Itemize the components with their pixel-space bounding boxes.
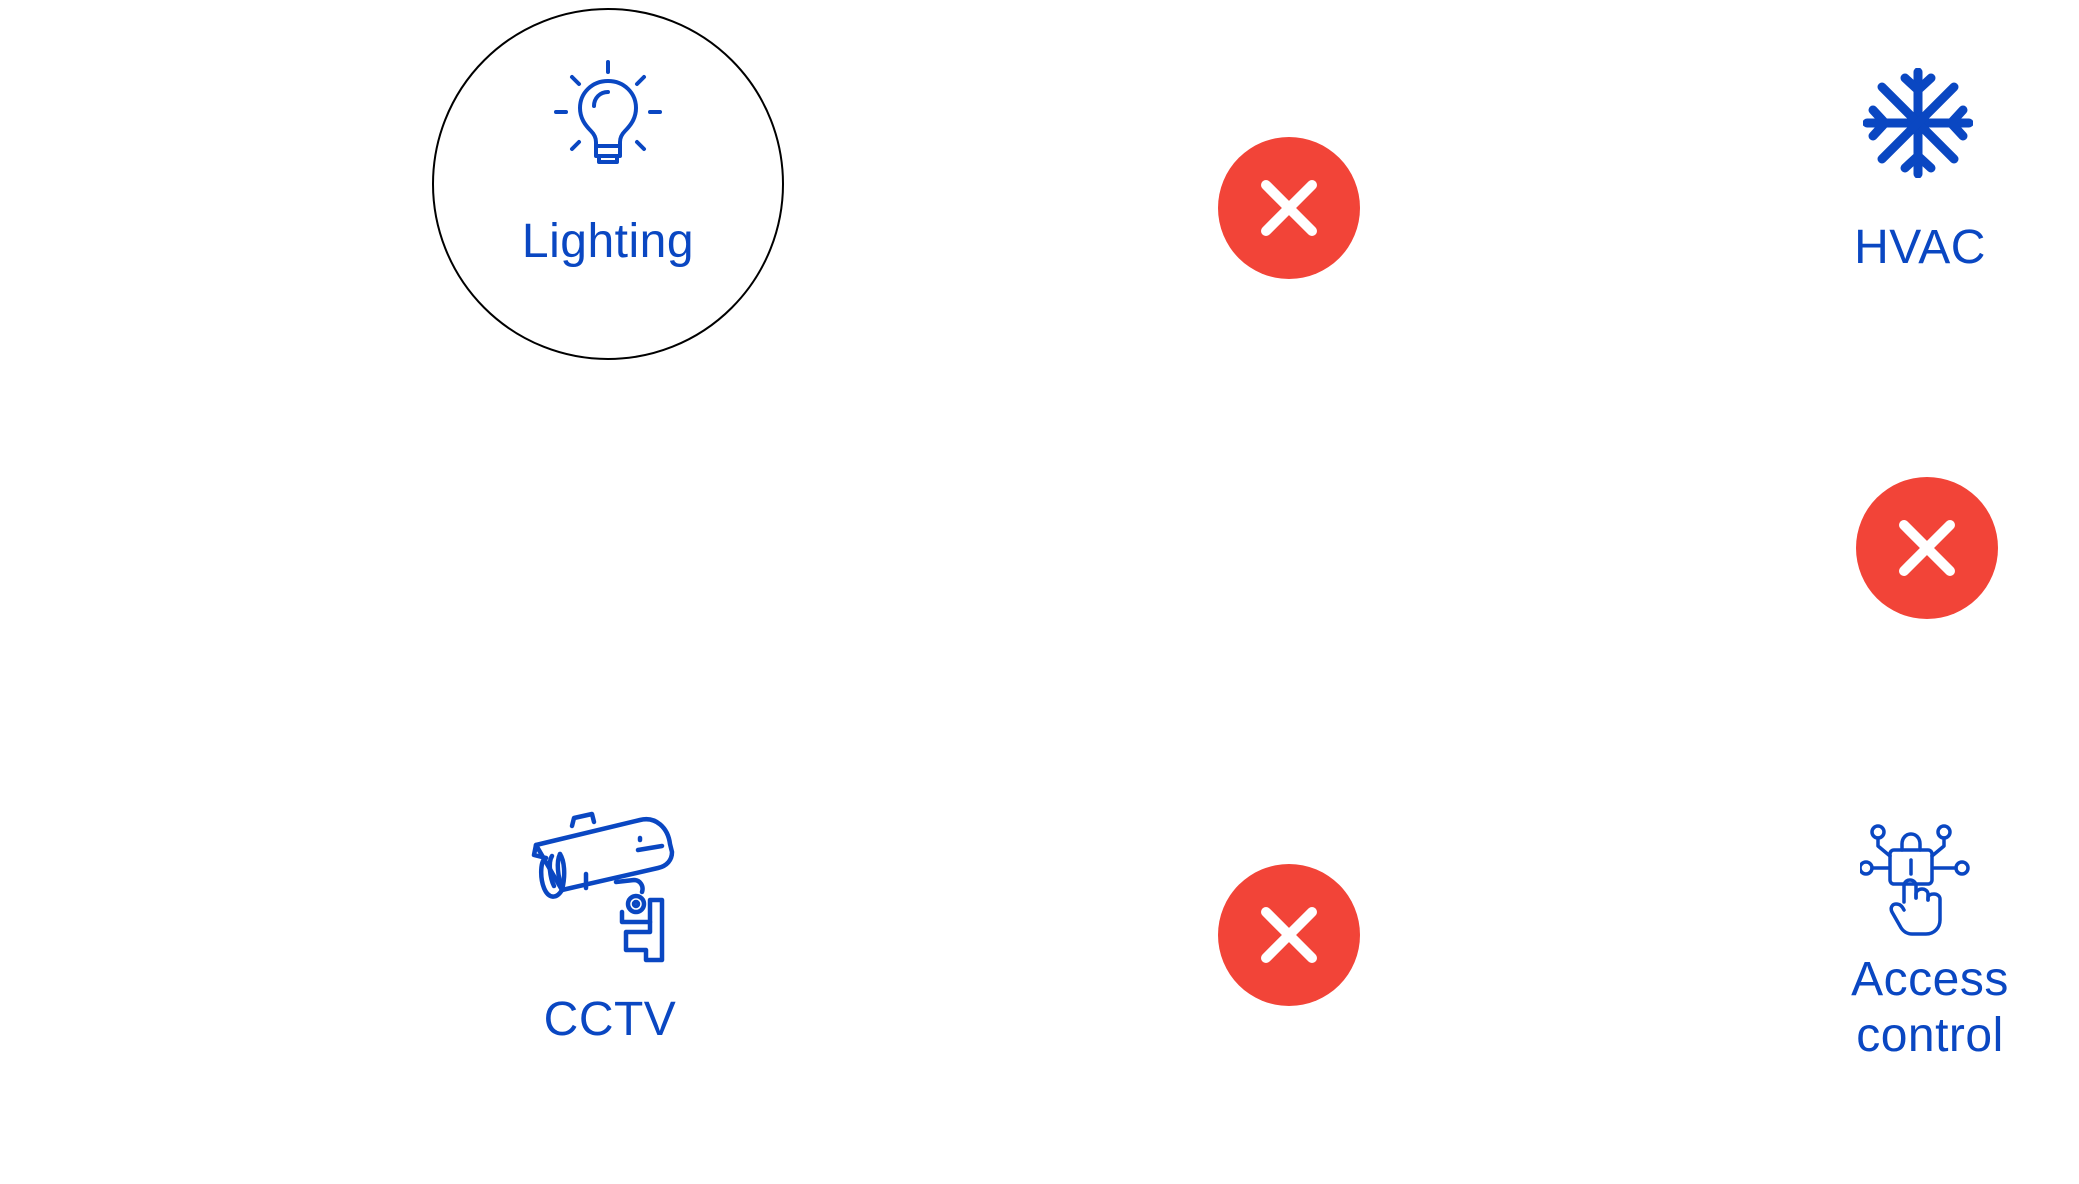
fingerprint-lock-icon (1860, 824, 1970, 936)
lightbulb-icon (554, 60, 662, 164)
hvac-label: HVAC (1854, 221, 1986, 274)
security-camera-icon (531, 811, 675, 963)
close-icon (1899, 520, 1955, 576)
access-control-label-line1: Access (1851, 953, 2009, 1006)
cctv-label: CCTV (543, 993, 677, 1046)
close-icon (1261, 907, 1317, 963)
lighting-label: Lighting (521, 215, 695, 268)
selection-ring (432, 8, 784, 360)
disconnected-badge-right (1856, 477, 1998, 619)
lighting-node[interactable]: Lighting (432, 8, 784, 360)
access-control-label-line2: control (1856, 1009, 2004, 1062)
cctv-node[interactable]: CCTV (500, 808, 720, 1068)
hvac-node[interactable]: HVAC (1800, 62, 2040, 282)
disconnected-badge-bottom (1218, 864, 1360, 1006)
snowflake-icon (1863, 68, 1973, 178)
access-control-node[interactable]: Access control (1810, 818, 2050, 1068)
disconnected-badge-top (1218, 137, 1360, 279)
close-icon (1261, 180, 1317, 236)
